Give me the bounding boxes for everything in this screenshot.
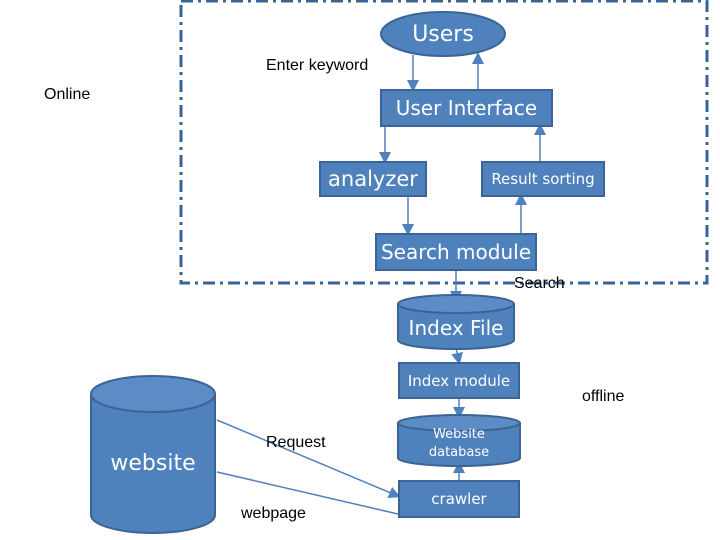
index-file-label: Index File [408, 316, 504, 340]
users-label: Users [412, 21, 474, 47]
website-database-label: Website database [428, 426, 490, 460]
result-sorting-label: Result sorting [491, 170, 595, 188]
enter-keyword-label: Enter keyword [266, 57, 369, 74]
offline-label: offline [582, 388, 625, 405]
online-boundary [179, 0, 709, 285]
users-node [380, 11, 506, 57]
analyzer-node: analyzer [319, 161, 427, 197]
crawler-label: crawler [431, 490, 487, 508]
search-label: Search [514, 275, 565, 292]
search-module-label: Search module [380, 240, 532, 264]
edge-index-to-indexmodule [451, 347, 463, 365]
webpage-label: webpage [241, 505, 306, 522]
website-label: website [110, 450, 196, 476]
online-label: Online [44, 86, 91, 103]
analyzer-label: analyzer [328, 167, 418, 191]
website-database-node [397, 414, 521, 467]
user-interface-node: User Interface [380, 89, 553, 127]
result-sorting-node: Result sorting [481, 161, 605, 197]
website-node [90, 375, 216, 534]
request-label: Request [266, 434, 326, 451]
crawler-node: crawler [398, 480, 520, 518]
index-module-node: Index module [398, 362, 520, 399]
index-module-label: Index module [407, 371, 511, 390]
edge-request [216, 419, 401, 499]
edge-webpage [216, 471, 399, 515]
index-file-node [397, 294, 515, 350]
search-module-node: Search module [375, 233, 537, 271]
user-interface-label: User Interface [395, 96, 538, 120]
